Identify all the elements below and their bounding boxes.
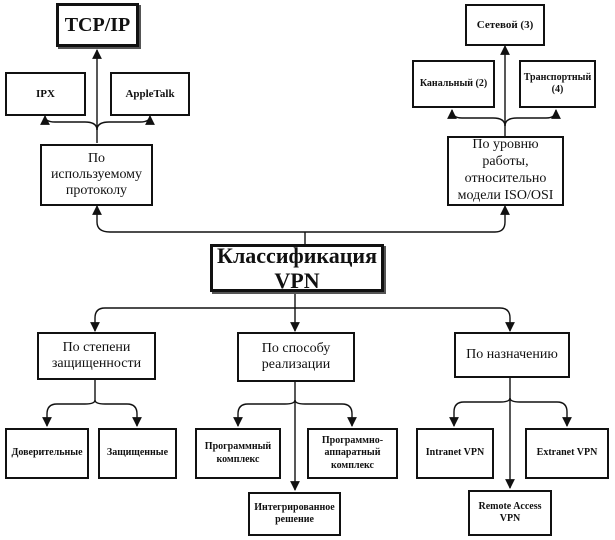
node-extranet-vpn: Extranet VPN: [525, 428, 609, 479]
connector-protocol-to-appletalk: [96, 115, 155, 131]
node-trusted: Доверительные: [5, 428, 89, 479]
connector-security-to-protected: [94, 399, 142, 427]
node-ipx: IPX: [5, 72, 86, 116]
connector-to-osi: [305, 205, 510, 233]
connector-to-security: [90, 307, 295, 332]
node-by-implementation: По способу реализации: [237, 332, 355, 382]
node-intranet-vpn: Intranet VPN: [416, 428, 494, 479]
connector-to-protocol: [92, 205, 306, 233]
node-remote-access-vpn: Remote Access VPN: [468, 490, 552, 536]
node-by-security: По степени защищенности: [37, 332, 156, 380]
node-appletalk: AppleTalk: [110, 72, 190, 116]
connector-osi-to-datalink: [447, 109, 506, 127]
root-node: Классификация VPN: [210, 243, 384, 293]
node-by-protocol: По используемому протоколу: [40, 144, 153, 206]
connector-osi-to-transport: [504, 109, 561, 127]
connector-impl-to-software: [233, 399, 296, 427]
node-hardware-software-complex: Программно-аппаратный комплекс: [307, 428, 398, 479]
node-integrated-solution: Интегрированное решение: [248, 492, 341, 536]
connector-purpose-to-intranet: [449, 397, 511, 427]
node-transport-layer: Транспортный (4): [519, 60, 596, 108]
connector-purpose-to-extranet: [509, 397, 572, 427]
node-by-purpose: По назначению: [454, 332, 570, 378]
connector-impl-to-hwsw: [294, 399, 357, 427]
node-tcp-ip: TCP/IP: [56, 3, 139, 47]
node-datalink-layer: Канальный (2): [412, 60, 495, 108]
node-by-osi-level: По уровню работы, относительно модели IS…: [447, 136, 564, 206]
node-protected: Защищенные: [98, 428, 177, 479]
connector-to-purpose: [295, 307, 515, 332]
node-network-layer: Сетевой (3): [465, 4, 545, 46]
node-software-complex: Программный комплекс: [195, 428, 281, 479]
connector-protocol-to-ipx: [40, 115, 98, 131]
connector-security-to-trusted: [42, 380, 96, 427]
